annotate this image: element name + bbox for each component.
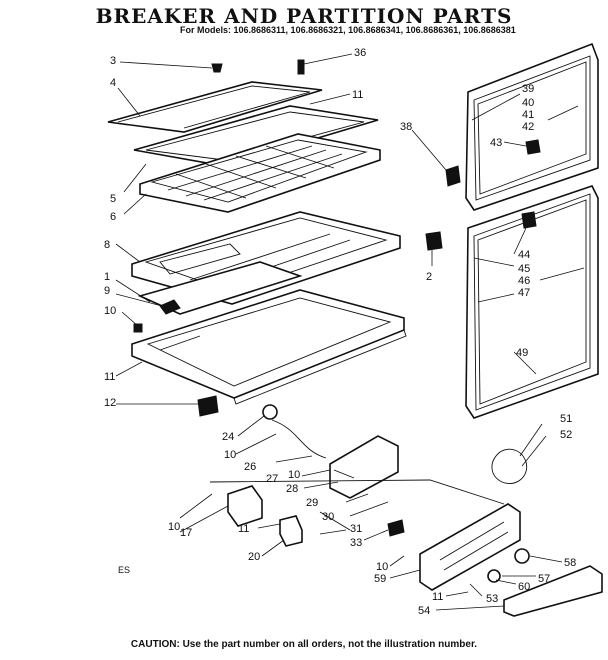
- callout: 27: [266, 473, 278, 485]
- callout: 26: [244, 461, 256, 473]
- nut-10: [133, 323, 143, 333]
- callout: 54: [418, 605, 430, 617]
- bracket-38: [445, 165, 461, 187]
- callout: 17: [180, 527, 192, 539]
- callout: 5: [110, 193, 116, 205]
- clip-36: [297, 59, 305, 75]
- leader-lines: [115, 53, 585, 611]
- callout: 11: [104, 371, 115, 383]
- callout: 20: [248, 551, 260, 563]
- clip-33: [387, 519, 405, 537]
- callout: 39: [522, 83, 534, 95]
- callout: 51: [560, 413, 572, 425]
- shelf-grid: [139, 133, 381, 213]
- callout: 4: [110, 77, 116, 89]
- callout: 9: [104, 285, 110, 297]
- callout: 52: [560, 429, 572, 441]
- thermostat-17: [227, 485, 263, 527]
- knob-24: [262, 404, 278, 420]
- callout: 6: [110, 211, 116, 223]
- callout: 33: [350, 537, 362, 549]
- lamp-51: [491, 448, 528, 484]
- latch-44: [521, 211, 537, 229]
- callout: 10: [288, 469, 300, 481]
- callout: 49: [516, 347, 528, 359]
- clip-43: [525, 139, 541, 155]
- upper-door-gasket: [465, 42, 599, 211]
- control-housing-28: [329, 435, 399, 499]
- callout: 28: [286, 483, 298, 495]
- divider-plate: [137, 261, 303, 315]
- callout: 57: [538, 573, 550, 585]
- callout: 36: [354, 47, 366, 59]
- top-cover: [107, 81, 323, 133]
- front-trim: [233, 329, 407, 405]
- callout: 43: [490, 137, 502, 149]
- callout: 58: [564, 557, 576, 569]
- callout: 53: [486, 593, 498, 605]
- callout: 46: [518, 275, 530, 287]
- callout: 60: [518, 581, 530, 593]
- tube-run: [209, 479, 505, 505]
- control-panel-housing: [419, 503, 521, 591]
- callout: 11: [432, 591, 443, 603]
- model-numbers: For Models: 106.8686311, 106.8686321, 10…: [180, 25, 516, 35]
- gasket-frame: [133, 105, 379, 167]
- callout: 40: [522, 97, 534, 109]
- callout: 11: [352, 89, 363, 101]
- switch-20: [279, 515, 303, 547]
- callout: 59: [374, 573, 386, 585]
- callout: 31: [350, 523, 362, 535]
- callout: 2: [426, 271, 432, 283]
- callout: 45: [518, 263, 530, 275]
- page-title: BREAKER AND PARTITION PARTS: [95, 4, 513, 28]
- caution-note: CAUTION: Use the part number on all orde…: [130, 639, 478, 650]
- knob-60: [487, 569, 501, 583]
- callout: 29: [306, 497, 318, 509]
- callout: 11: [238, 523, 249, 535]
- callout: 41: [522, 109, 534, 121]
- knob-58: [514, 548, 530, 564]
- callout: 10: [104, 305, 116, 317]
- callout: 12: [104, 397, 116, 409]
- callout: 8: [104, 239, 110, 251]
- trim-54: [503, 565, 603, 617]
- wire-harness: [271, 419, 355, 531]
- hinge-2: [425, 231, 443, 251]
- callout: 10: [376, 561, 388, 573]
- callout: 47: [518, 287, 530, 299]
- callout: 3: [110, 55, 116, 67]
- corner-mark: ES: [118, 565, 131, 575]
- callout: 38: [400, 121, 412, 133]
- lower-door-gasket: [465, 185, 599, 419]
- callout: 10: [224, 449, 236, 461]
- callout: 1: [104, 271, 110, 283]
- callout: 10: [168, 521, 180, 533]
- screw-3: [211, 63, 223, 73]
- callout-labels: 3 36 4 11 39 40 41 42 38 43 5 6 8 44 45 …: [104, 47, 576, 617]
- panel-slots: [439, 521, 509, 571]
- callout: 30: [322, 511, 334, 523]
- callout: 24: [222, 431, 234, 443]
- callout: 42: [522, 121, 534, 133]
- bracket-12: [197, 395, 219, 417]
- callout: 44: [518, 249, 530, 261]
